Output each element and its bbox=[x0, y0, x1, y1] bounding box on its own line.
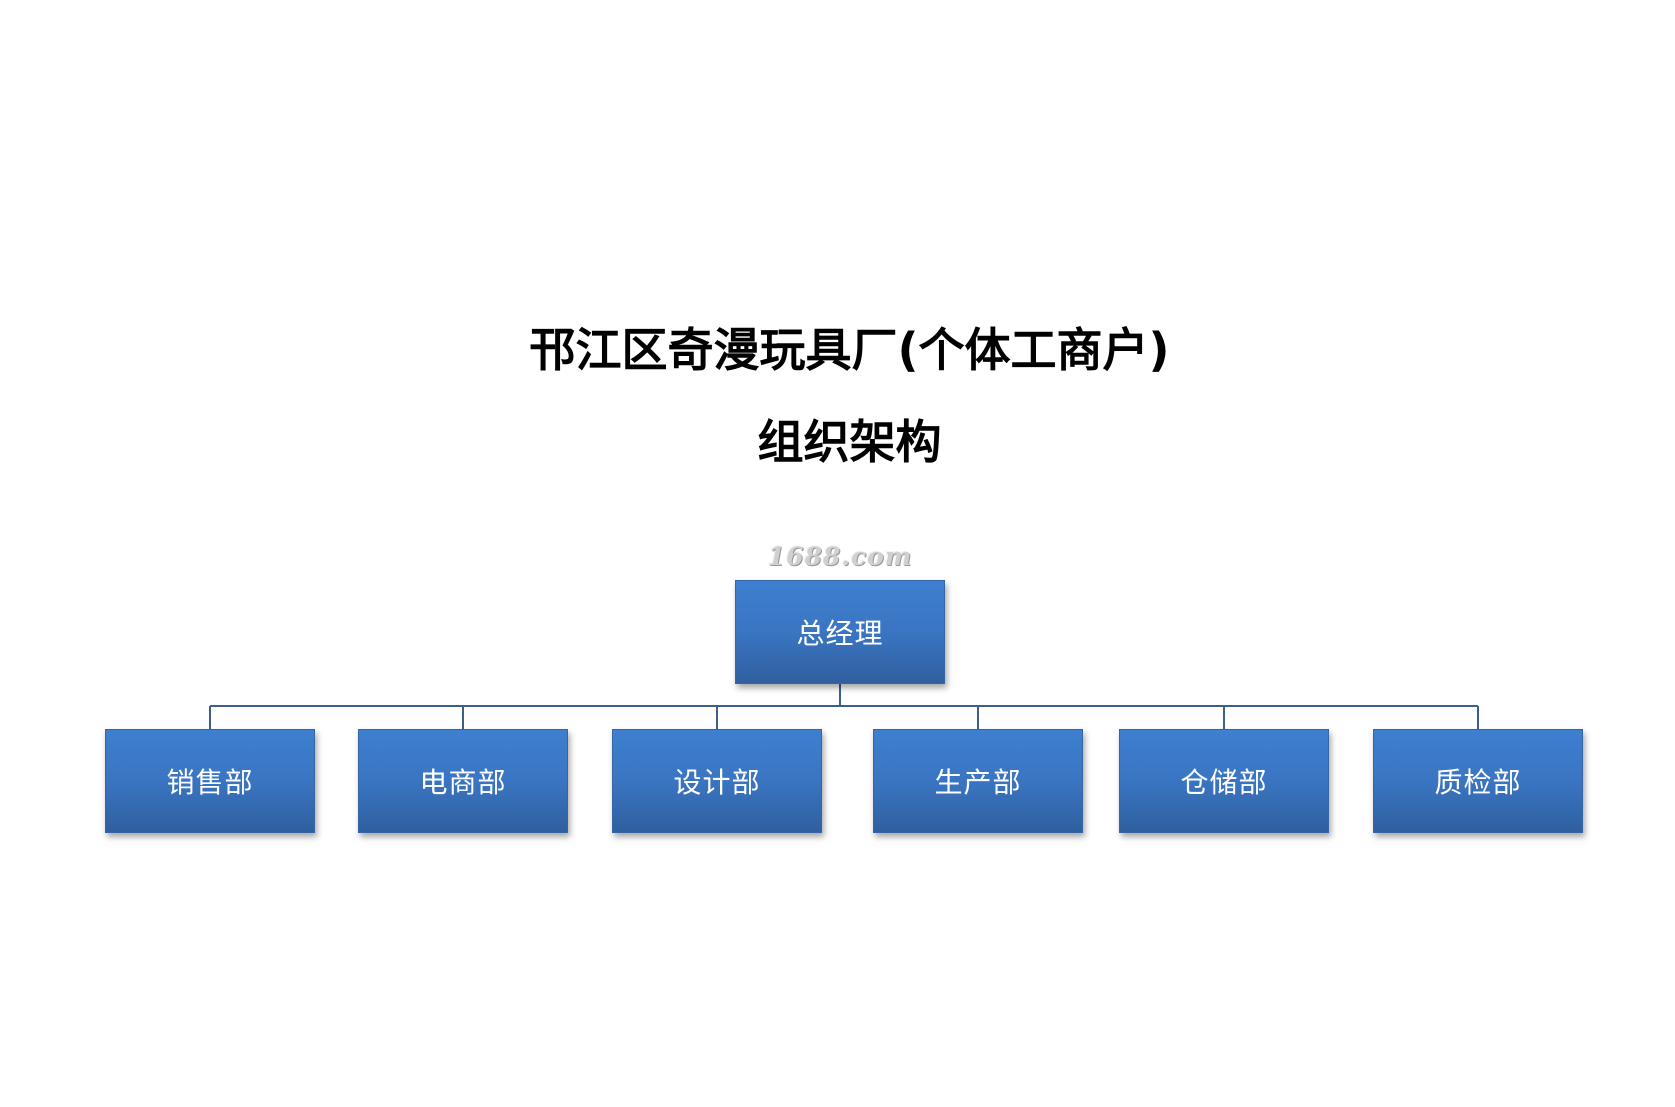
watermark: 1688.com bbox=[767, 542, 913, 571]
org-node-ecommerce: 电商部 bbox=[358, 729, 568, 833]
org-node-design: 设计部 bbox=[612, 729, 822, 833]
org-node-label: 电商部 bbox=[419, 766, 507, 799]
org-node-label: 质检部 bbox=[1434, 766, 1522, 799]
org-node-production: 生产部 bbox=[873, 729, 1083, 833]
org-node-label: 生产部 bbox=[934, 766, 1022, 799]
org-node-sales: 销售部 bbox=[105, 729, 315, 833]
org-node-general-manager: 总经理 bbox=[735, 580, 945, 684]
org-node-label: 设计部 bbox=[673, 766, 761, 799]
org-node-label: 总经理 bbox=[796, 617, 884, 650]
org-node-label: 仓储部 bbox=[1180, 766, 1268, 799]
org-node-quality-control: 质检部 bbox=[1373, 729, 1583, 833]
org-node-warehouse: 仓储部 bbox=[1119, 729, 1329, 833]
company-title: 邗江区奇漫玩具厂(个体工商户) bbox=[529, 323, 1170, 377]
page-title: 组织架构 bbox=[757, 415, 942, 469]
org-node-label: 销售部 bbox=[166, 766, 254, 799]
